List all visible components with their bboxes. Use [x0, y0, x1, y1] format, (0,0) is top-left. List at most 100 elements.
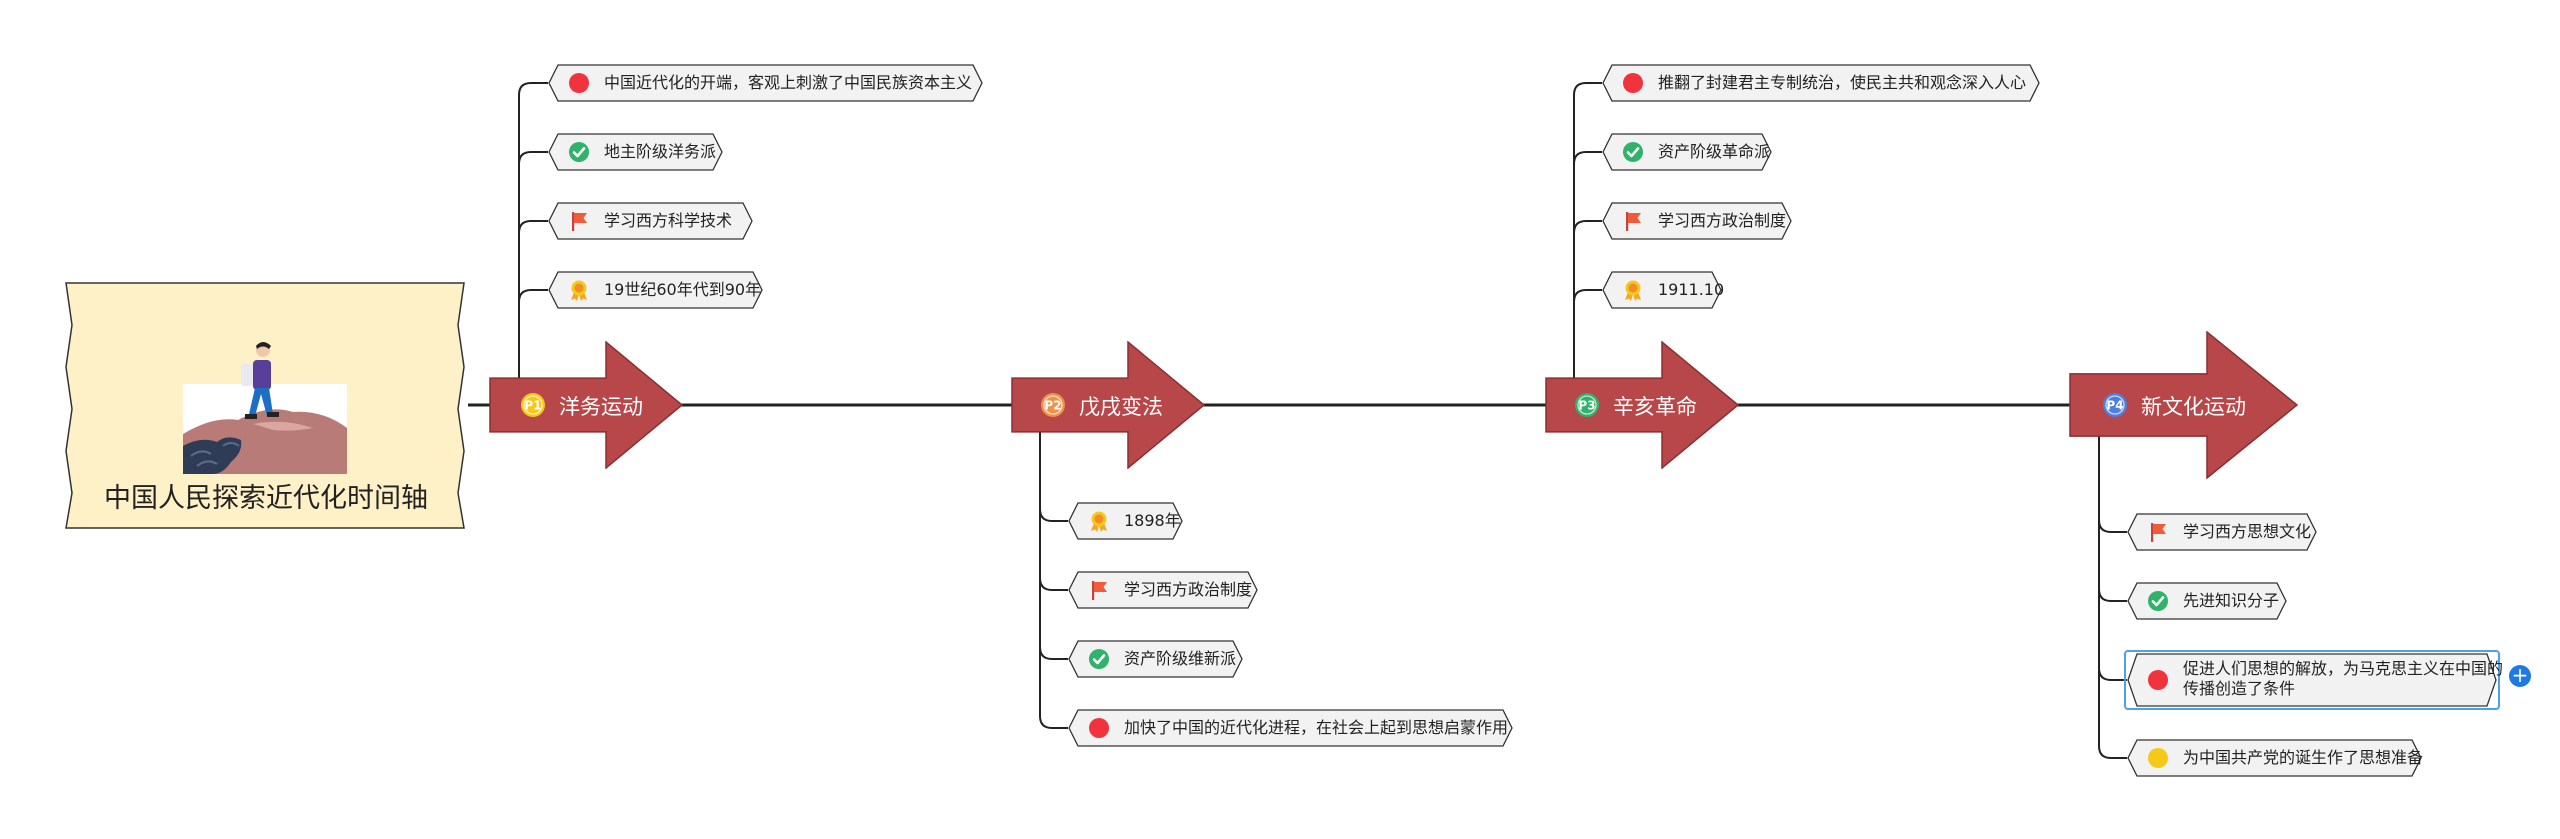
- topic-label: 洋务运动: [559, 395, 643, 419]
- detail-text: 中国近代化的开端，客观上刺激了中国民族资本主义: [604, 73, 973, 92]
- branch-connector: [1039, 715, 1068, 729]
- detail-tag[interactable]: 加快了中国的近代化进程，在社会上起到思想启蒙作用: [1068, 709, 1513, 747]
- detail-tag[interactable]: 19世纪60年代到90年: [548, 271, 763, 309]
- award-icon: [1091, 511, 1107, 532]
- priority-2-icon: P2: [1041, 393, 1065, 417]
- red-dot-icon: [2148, 670, 2168, 690]
- branch-connector: [1573, 289, 1602, 303]
- detail-tag-shape: [2127, 739, 2422, 777]
- detail-tag[interactable]: 为中国共产党的诞生作了思想准备: [2127, 739, 2424, 777]
- detail-tag-shape: [1068, 640, 1243, 678]
- detail-text: 19世纪60年代到90年: [604, 280, 762, 299]
- branch-connector: [1039, 646, 1068, 660]
- red-dot-icon: [1623, 73, 1643, 93]
- svg-text:P3: P3: [1578, 399, 1595, 413]
- detail-tag[interactable]: 推翻了封建君主专制统治，使民主共和观念深入人心: [1602, 64, 2040, 102]
- detail-text: 推翻了封建君主专制统治，使民主共和观念深入人心: [1658, 73, 2027, 92]
- check-icon: [1623, 142, 1643, 162]
- svg-text:P2: P2: [1044, 399, 1061, 413]
- topic-arrow-shape: [489, 341, 684, 469]
- detail-tag[interactable]: 1911.10: [1602, 271, 1725, 309]
- detail-tag-shape: [2127, 653, 2497, 707]
- topic-t1[interactable]: P1 洋务运动: [489, 341, 684, 469]
- detail-tag[interactable]: 学习西方政治制度: [1068, 571, 1258, 609]
- detail-text: 为中国共产党的诞生作了思想准备: [2183, 748, 2424, 767]
- detail-tag[interactable]: 促进人们思想的解放，为马克思主义在中国的传播创造了条件: [2124, 650, 2503, 710]
- yellow-dot-icon: [2148, 748, 2168, 768]
- detail-tag-shape: [548, 133, 723, 171]
- branch-connector: [2098, 745, 2127, 759]
- flag-icon: [572, 212, 587, 231]
- detail-tag-shape: [548, 271, 763, 309]
- detail-text: 促进人们思想的解放，为马克思主义在中国的传播创造了条件: [2183, 659, 2504, 698]
- detail-tag[interactable]: 先进知识分子: [2127, 582, 2287, 620]
- branch-connector: [518, 82, 548, 96]
- detail-text: 1911.10: [1658, 280, 1725, 299]
- detail-tag[interactable]: 中国近代化的开端，客观上刺激了中国民族资本主义: [548, 64, 983, 102]
- branch-connector: [1039, 577, 1068, 591]
- topic-arrow-shape: [1545, 341, 1740, 469]
- detail-tag-shape: [1068, 709, 1513, 747]
- branch-connector: [1039, 508, 1068, 522]
- topic-label: 戊戌变法: [1079, 395, 1163, 419]
- detail-tag-shape: [548, 202, 753, 240]
- branch-connector: [518, 220, 548, 234]
- topic-t4[interactable]: P4 新文化运动: [2069, 331, 2299, 479]
- svg-text:P4: P4: [2106, 399, 2123, 413]
- topic-arrow-shape: [2069, 331, 2299, 479]
- detail-text: 地主阶级洋务派: [604, 142, 717, 161]
- branch-connector: [2098, 588, 2127, 602]
- detail-tag[interactable]: 学习西方政治制度: [1602, 202, 1792, 240]
- detail-text: 资产阶级革命派: [1658, 142, 1771, 161]
- red-dot-icon: [1089, 718, 1109, 738]
- climber-illustration: [183, 342, 347, 474]
- detail-tag[interactable]: 资产阶级维新派: [1068, 640, 1243, 678]
- detail-tag-shape: [2127, 513, 2317, 551]
- detail-tag-shape: [548, 64, 983, 102]
- topic-arrow-shape: [1011, 341, 1206, 469]
- detail-text: 加快了中国的近代化进程，在社会上起到思想启蒙作用: [1124, 718, 1509, 737]
- detail-text: 学习西方政治制度: [1658, 211, 1787, 230]
- detail-tag-shape: [1602, 64, 2040, 102]
- detail-text: 学习西方政治制度: [1124, 580, 1253, 599]
- detail-text: 资产阶级维新派: [1124, 649, 1237, 668]
- detail-tag[interactable]: 1898年: [1068, 502, 1183, 540]
- detail-tag[interactable]: 学习西方科学技术: [548, 202, 753, 240]
- award-icon: [1625, 280, 1641, 301]
- check-icon: [1089, 649, 1109, 669]
- priority-4-icon: P4: [2103, 393, 2127, 417]
- branch-connector: [1573, 82, 1602, 96]
- priority-1-icon: P1: [521, 393, 545, 417]
- topic-label: 新文化运动: [2141, 395, 2246, 419]
- branch-connector: [518, 151, 548, 165]
- root-title: 中国人民探索近代化时间轴: [104, 483, 428, 514]
- flag-icon: [1626, 212, 1641, 231]
- selection-outline: [2124, 650, 2500, 710]
- detail-tag[interactable]: 资产阶级革命派: [1602, 133, 1772, 171]
- detail-text: 学习西方科学技术: [604, 211, 733, 230]
- root-node[interactable]: 中国人民探索近代化时间轴: [62, 281, 468, 530]
- detail-text: 1898年: [1124, 511, 1181, 530]
- flag-icon: [2151, 523, 2166, 542]
- detail-tag[interactable]: 地主阶级洋务派: [548, 133, 723, 171]
- branch-connector: [1573, 220, 1602, 234]
- detail-text: 先进知识分子: [2183, 591, 2280, 610]
- detail-tag-shape: [2127, 582, 2287, 620]
- detail-text: 学习西方思想文化: [2183, 522, 2312, 541]
- detail-tag[interactable]: 学习西方思想文化: [2127, 513, 2317, 551]
- check-icon: [569, 142, 589, 162]
- red-dot-icon: [569, 73, 589, 93]
- svg-text:P1: P1: [524, 399, 541, 413]
- branch-connector: [518, 289, 548, 303]
- award-icon: [571, 280, 587, 301]
- flag-icon: [1092, 581, 1107, 600]
- branch-connector: [2098, 667, 2127, 681]
- add-child-button[interactable]: +: [2509, 665, 2531, 687]
- check-icon: [2148, 591, 2168, 611]
- priority-3-icon: P3: [1575, 393, 1599, 417]
- detail-tag-shape: [1602, 133, 1772, 171]
- topic-t2[interactable]: P2 戊戌变法: [1011, 341, 1206, 469]
